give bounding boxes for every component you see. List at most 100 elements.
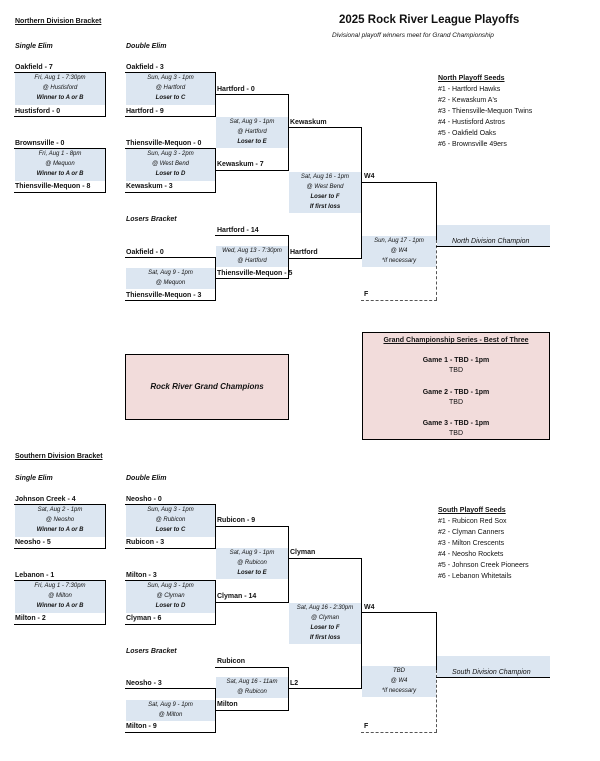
grand-game-2-location: TBD [449,399,463,406]
south-l1-location: @ Milton [158,712,183,718]
north-g5-bottom-team: Kewaskum - 7 [217,161,264,168]
grand-series-title: Grand Championship Series - Best of Thre… [383,337,529,344]
south-l1-box: Sat, Aug 9 - 1pm @ Milton [126,700,215,721]
grand-champions-label: Rock River Grand Champions [150,382,264,391]
south-g7-location: @ W4 [390,678,408,684]
south-bracket-header: Southern Division Bracket [15,453,103,460]
north-g7-date: Sun, Aug 17 - 1pm [374,238,424,244]
south-g6-note: Loser to F [310,625,340,631]
north-l2-location: @ Hartford [237,258,267,264]
south-g5-note: Loser to E [237,570,267,576]
north-g2-box: Fri, Aug 1 - 8pm @ Mequon Winner to A or… [15,149,105,181]
north-seed-1: #1 - Hartford Hawks [438,86,501,93]
north-g6-top-team: Kewaskum [290,119,327,126]
north-l1-location: @ Mequon [155,280,186,286]
south-l2-bottom-team: Milton [217,701,238,708]
south-l2-box: Sat, Aug 16 - 11am @ Rubicon [216,677,288,698]
south-g2-top-team: Lebanon - 1 [15,572,55,579]
south-l2-winner: L2 [290,680,299,687]
south-g1-note: Winner to A or B [36,527,84,533]
south-g1-bottom-team: Neosho - 5 [15,539,51,546]
north-g7-location: @ W4 [390,248,408,254]
north-g4-location: @ West Bend [152,161,189,167]
north-g7-bottom-team: F [364,291,369,298]
north-g1-box: Fri, Aug 1 - 7:30pm @ Hustisford Winner … [15,73,105,105]
north-l2-bottom-team: Thiensville-Mequon - 5 [217,270,293,277]
north-double-elim-label: Double Elim [126,43,167,50]
north-g6-location: @ West Bend [306,184,344,190]
north-g1-date: Fri, Aug 1 - 7:30pm [34,75,86,81]
south-seed-3: #3 - Milton Crescents [438,540,505,547]
south-g4-bottom-team: Clyman - 6 [126,615,162,622]
north-l2-top-team: Hartford - 14 [217,227,259,234]
north-seed-2: #2 - Kewaskum A's [438,97,498,104]
north-l1-top-team: Oakfield - 0 [126,249,164,256]
south-seeds-title: South Playoff Seeds [438,507,506,514]
south-g4-top-team: Milton - 3 [126,572,157,579]
north-g5-box: Sat, Aug 9 - 1pm @ Hartford Loser to E [216,117,288,148]
north-g1-location: @ Hustisford [42,85,78,91]
south-g1-top-team: Johnson Creek - 4 [15,496,76,503]
north-g5-date: Sat, Aug 9 - 1pm [229,119,275,125]
north-l1-box: Sat, Aug 9 - 1pm @ Mequon [126,268,215,289]
south-g6-location: @ Clyman [310,615,340,621]
south-g7-note: *if necessary [381,688,417,694]
south-g7-top-team: W4 [364,604,375,611]
south-l1-bottom-team: Milton - 9 [126,723,157,730]
south-g1-date: Sat, Aug 2 - 1pm [37,507,83,513]
south-g7-bottom-team: F [364,723,369,730]
south-l1-date: Sat, Aug 9 - 1pm [148,702,193,708]
north-l2-box: Wed, Aug 13 - 7:30pm @ Hartford [216,246,288,267]
grand-champions-box: Rock River Grand Champions [125,354,289,420]
south-g2-bottom-team: Milton - 2 [15,615,46,622]
south-g3-top-team: Neosho - 0 [126,496,162,503]
north-g2-location: @ Mequon [45,161,75,167]
south-g5-location: @ Rubicon [237,560,267,566]
north-g3-bottom-team: Hartford - 9 [126,108,164,115]
north-g5-location: @ Hartford [237,129,267,135]
south-g4-date: Sun, Aug 3 - 1pm [147,583,194,589]
south-seed-6: #6 - Lebanon Whitetails [438,573,512,580]
grand-game-1-location: TBD [449,367,463,374]
north-g5-note: Loser to E [237,139,267,145]
south-g7-box: TBD @ W4 *if necessary [362,666,436,697]
south-g6-top-team: Clyman [290,549,316,556]
page-title: 2025 Rock River League Playoffs [339,14,520,26]
grand-game-1-label: Game 1 - TBD - 1pm [422,357,490,364]
south-g7-date: TBD [393,668,405,674]
south-single-elim-label: Single Elim [15,475,53,482]
north-g1-bottom-team: Hustisford - 0 [15,108,61,115]
south-l1-top-team: Neosho - 3 [126,680,162,687]
page-subtitle: Divisional playoff winners meet for Gran… [332,32,494,39]
south-seed-2: #2 - Clyman Canners [438,529,505,536]
north-g3-top-team: Oakfield - 3 [126,64,164,71]
north-seed-3: #3 - Thiensville-Mequon Twins [438,108,533,115]
north-champion-bar [437,225,550,247]
north-g4-note: Loser to D [155,171,186,177]
south-g2-date: Fri, Aug 1 - 7:30pm [34,583,86,589]
south-g1-location: @ Neosho [45,517,75,523]
north-g7-box: Sun, Aug 17 - 1pm @ W4 *if necessary [362,236,436,267]
north-g4-top-team: Thiensville-Mequon - 0 [126,140,202,147]
south-g2-box: Fri, Aug 1 - 7:30pm @ Milton Winner to A… [15,581,105,613]
south-g4-note: Loser to D [155,603,186,609]
south-g6-note2: If first loss [309,635,341,641]
north-g4-date: Sun, Aug 3 - 2pm [147,151,194,157]
north-g6-box: Sat, Aug 16 - 1pm @ West Bend Loser to F… [289,172,361,213]
north-g6-note: Loser to F [310,194,340,200]
south-double-elim-label: Double Elim [126,475,167,482]
north-seed-5: #5 - Oakfield Oaks [438,130,496,137]
north-seed-4: #4 - Hustisford Astros [438,119,505,126]
south-g5-box: Sat, Aug 9 - 1pm @ Rubicon Loser to E [216,548,288,579]
north-losers-bracket-label: Losers Bracket [126,216,177,223]
north-champion-label: North Division Champion [452,238,530,245]
south-champion-label: South Division Champion [452,669,531,676]
south-l2-top-team: Rubicon [217,658,245,665]
south-g1-box: Sat, Aug 2 - 1pm @ Neosho Winner to A or… [15,505,105,537]
north-g6-date: Sat, Aug 16 - 1pm [300,174,350,180]
south-g2-location: @ Milton [48,593,72,599]
south-seed-5: #5 - Johnson Creek Pioneers [438,562,529,569]
north-seeds-title: North Playoff Seeds [438,75,505,82]
north-bracket-header: Northern Division Bracket [15,18,102,25]
south-champion-bar [437,656,550,678]
